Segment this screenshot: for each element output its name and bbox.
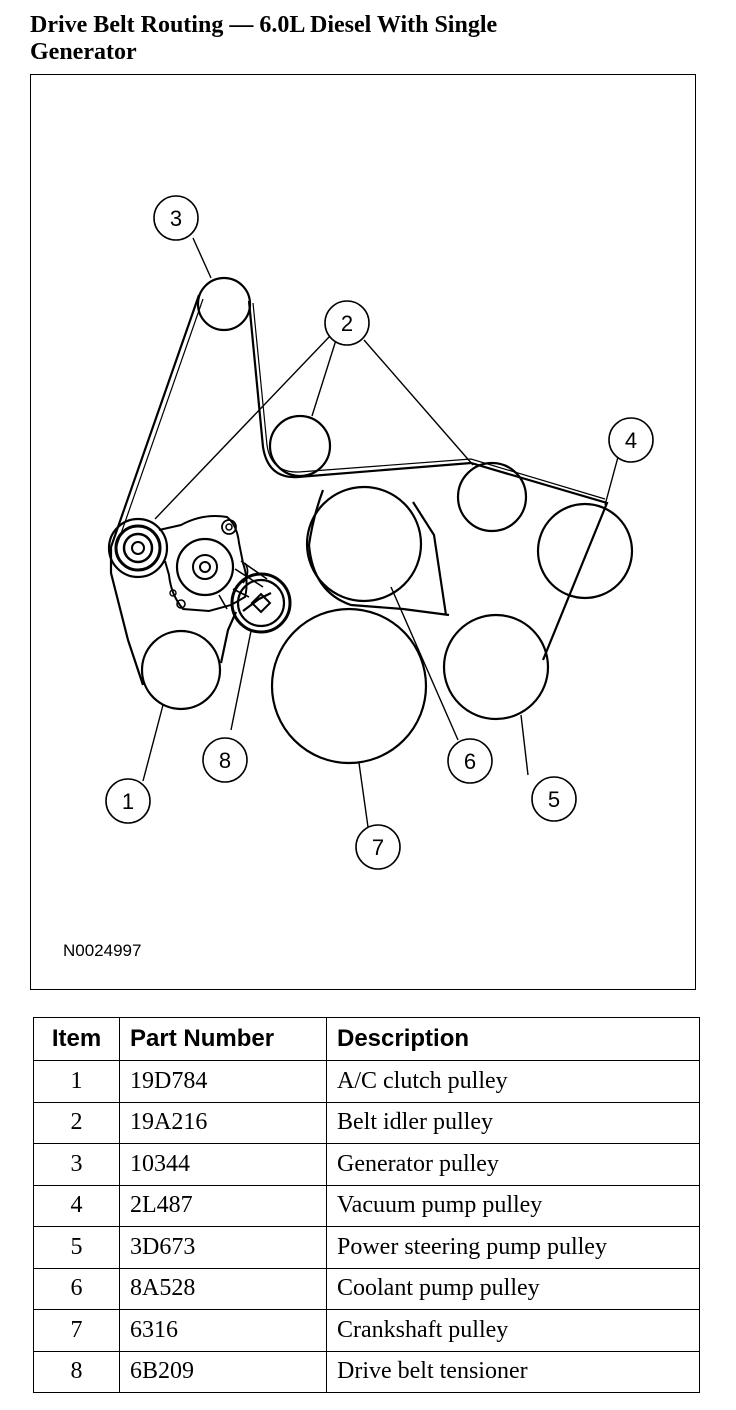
header-item: Item [33, 1017, 120, 1061]
vacuum-pump-pulley [536, 502, 634, 600]
part-number-cell: 19D784 [119, 1060, 327, 1103]
callout-circle-5 [531, 776, 577, 822]
callout-label-3: 3 [170, 206, 182, 231]
table-header-row: Item Part Number Description [33, 1017, 700, 1061]
belt-routing-figure: 1 2 3 4 5 6 7 8 N0024997 [30, 74, 696, 990]
item-cell: 3 [33, 1143, 120, 1186]
part-number-cell: 3D673 [119, 1226, 327, 1269]
drive-belt-tensioner [107, 515, 292, 634]
parts-table: Item Part Number Description 1 19D784 A/… [33, 1017, 700, 1393]
belt-routing-diagram: 1 2 3 4 5 6 7 8 [105, 195, 654, 870]
item-cell: 1 [33, 1060, 120, 1103]
part-number-cell: 2L487 [119, 1184, 327, 1227]
part-number-cell: 6316 [119, 1309, 327, 1352]
callout-circle-8 [202, 737, 248, 783]
header-part-number: Part Number [119, 1017, 327, 1061]
part-number-cell: 8A528 [119, 1267, 327, 1310]
description-cell: A/C clutch pulley [326, 1060, 700, 1103]
callout-label-8: 8 [219, 748, 231, 773]
drive-belt [109, 294, 609, 686]
callout-label-5: 5 [548, 787, 560, 812]
callout-label-4: 4 [625, 428, 637, 453]
header-description: Description [326, 1017, 700, 1061]
callout-label-1: 1 [122, 789, 134, 814]
callout-label-2: 2 [341, 311, 353, 336]
title-line-2: Generator [30, 39, 137, 65]
description-cell: Coolant pump pulley [326, 1267, 700, 1310]
table-row: 2 19A216 Belt idler pulley [33, 1101, 700, 1144]
item-cell: 7 [33, 1309, 120, 1352]
table-row: 3 10344 Generator pulley [33, 1143, 700, 1186]
callout-circle-4 [608, 417, 654, 463]
description-cell: Vacuum pump pulley [326, 1184, 700, 1227]
description-cell: Generator pulley [326, 1143, 700, 1186]
item-cell: 2 [33, 1101, 120, 1144]
part-number-cell: 19A216 [119, 1101, 327, 1144]
description-cell: Drive belt tensioner [326, 1350, 700, 1393]
callout-circle-2 [324, 300, 370, 346]
coolant-pump-pulley [305, 485, 423, 603]
table-row: 6 8A528 Coolant pump pulley [33, 1267, 700, 1310]
part-number-cell: 10344 [119, 1143, 327, 1186]
description-cell: Crankshaft pulley [326, 1309, 700, 1352]
table-row: 8 6B209 Drive belt tensioner [33, 1350, 700, 1393]
description-cell: Belt idler pulley [326, 1101, 700, 1144]
item-cell: 6 [33, 1267, 120, 1310]
callout-circle-1 [105, 778, 151, 824]
figure-id: N0024997 [63, 941, 142, 960]
callout-circle-6 [447, 738, 493, 784]
belt-idler-pulley-right [456, 461, 528, 533]
item-cell: 8 [33, 1350, 120, 1393]
belt-idler-pulley-upper [268, 414, 332, 478]
table-row: 4 2L487 Vacuum pump pulley [33, 1184, 700, 1227]
description-cell: Power steering pump pulley [326, 1226, 700, 1269]
power-steering-pump-pulley [442, 613, 550, 721]
callout-circle-3 [153, 195, 199, 241]
table-row: 1 19D784 A/C clutch pulley [33, 1060, 700, 1103]
ac-clutch-pulley [140, 629, 222, 711]
part-number-cell: 6B209 [119, 1350, 327, 1393]
callout-circle-7 [355, 824, 401, 870]
generator-pulley [196, 276, 252, 332]
table-row: 5 3D673 Power steering pump pulley [33, 1226, 700, 1269]
diagram-title: Drive Belt Routing — 6.0L Diesel With Si… [30, 12, 710, 66]
crankshaft-pulley [270, 607, 428, 765]
callout-label-6: 6 [464, 749, 476, 774]
callout-label-7: 7 [372, 835, 384, 860]
title-line-1: Drive Belt Routing — 6.0L Diesel With Si… [30, 12, 498, 38]
table-row: 7 6316 Crankshaft pulley [33, 1309, 700, 1352]
item-cell: 4 [33, 1184, 120, 1227]
item-cell: 5 [33, 1226, 120, 1269]
